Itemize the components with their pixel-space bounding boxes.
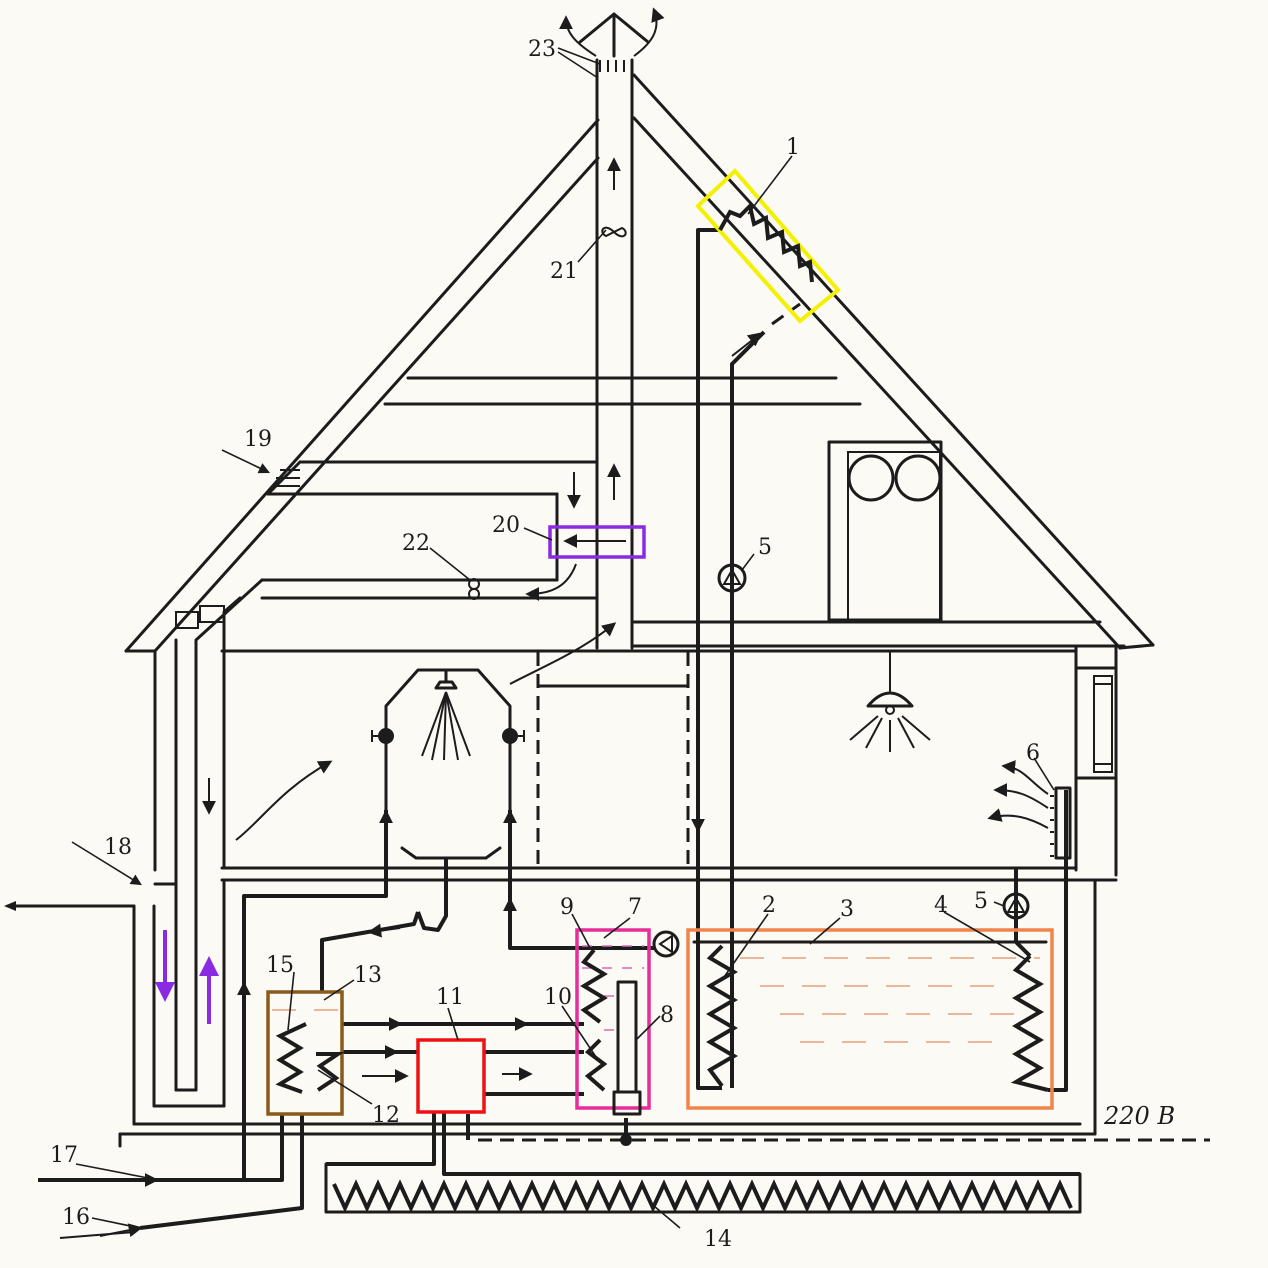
label-1: 1	[786, 135, 800, 160]
label-10: 10	[544, 985, 572, 1010]
voltage-label: 220 B	[1103, 1102, 1175, 1130]
label-23: 23	[528, 37, 556, 62]
label-21: 21	[550, 259, 578, 284]
pipework	[38, 228, 1210, 1239]
label-20: 20	[492, 513, 520, 538]
exhaust-stack	[559, 7, 665, 650]
callout-labels: 1 2 3 4 5 5 6 7 8 9 10 11 12 13 14 15 16…	[50, 37, 1175, 1252]
boiler	[575, 928, 651, 1116]
label-7: 7	[628, 895, 642, 920]
label-14: 14	[704, 1227, 732, 1252]
ground-air-flow-arrows	[155, 930, 219, 1024]
label-12: 12	[372, 1103, 400, 1128]
ceiling-lamp	[849, 651, 931, 752]
drain-heat-recuperator	[266, 990, 345, 1116]
label-22: 22	[402, 531, 430, 556]
house-structure	[4, 73, 1155, 1148]
label-17: 17	[50, 1143, 78, 1168]
label-16: 16	[62, 1205, 90, 1230]
exhaust-fan	[601, 226, 627, 238]
label-3: 3	[840, 897, 854, 922]
label-2: 2	[762, 893, 776, 918]
label-19: 19	[244, 427, 272, 452]
label-9: 9	[560, 895, 574, 920]
storage-tank	[686, 928, 1054, 1110]
label-15: 15	[266, 953, 294, 978]
solar-collector	[695, 168, 841, 324]
label-4: 4	[934, 893, 948, 918]
air-duct-system	[152, 460, 646, 1108]
label-8: 8	[660, 1003, 674, 1028]
label-11: 11	[436, 985, 464, 1010]
heat-pump	[416, 1038, 486, 1114]
shower-unit	[371, 622, 617, 932]
label-18: 18	[104, 835, 132, 860]
ventilation-heat-exchanger	[548, 525, 646, 559]
label-5-upper: 5	[758, 535, 772, 560]
leader-lines	[71, 47, 1055, 1229]
label-6: 6	[1026, 741, 1040, 766]
label-5-lower: 5	[974, 889, 988, 914]
label-13: 13	[354, 963, 382, 988]
